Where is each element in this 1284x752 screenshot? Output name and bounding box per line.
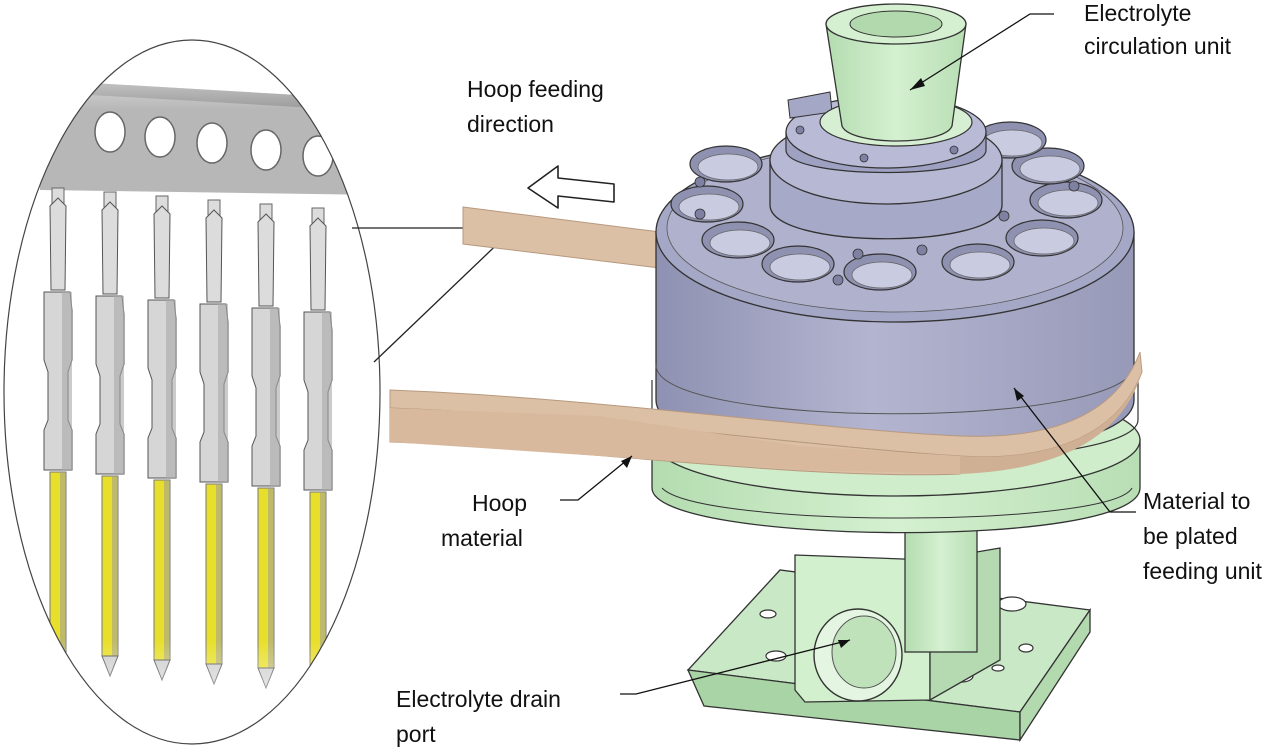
leader-feeding-unit xyxy=(1013,387,1136,513)
electrolyte-pockets xyxy=(670,121,1103,291)
contact-pins xyxy=(43,187,333,694)
label-feeding-unit: Material to be plated feeding unit xyxy=(1143,488,1263,584)
electrolyte-pocket xyxy=(701,221,775,259)
inset-outline xyxy=(3,39,381,745)
contact-pin xyxy=(303,207,333,694)
leader-lines xyxy=(560,13,1136,695)
label-hoop-material: Hoop material xyxy=(441,490,533,551)
feeding-direction-arrow xyxy=(527,165,615,209)
label-circulation-unit: Electrolyte circulation unit xyxy=(1084,0,1232,59)
electrolyte-pocket xyxy=(670,185,744,223)
contact-pin xyxy=(251,203,281,690)
electrolyte-pocket xyxy=(1005,219,1079,257)
leader-drain-port xyxy=(620,639,851,695)
electrolyte-pocket xyxy=(941,243,1015,281)
hoop-strip-back xyxy=(462,206,661,269)
base-mount xyxy=(686,519,1092,743)
material-feeding-unit-body xyxy=(651,91,1139,462)
electrolyte-pocket xyxy=(1029,181,1103,219)
electrolyte-pocket xyxy=(689,145,763,183)
contact-pin xyxy=(95,191,125,678)
electrolyte-circulation-tube xyxy=(819,3,973,147)
carrier-holes xyxy=(94,111,334,177)
electrolyte-pocket xyxy=(843,253,917,291)
contact-pin xyxy=(147,195,177,682)
leader-hoop-material xyxy=(560,455,633,501)
label-hoop-feeding-direction: Hoop feeding direction xyxy=(467,76,610,137)
label-drain-port: Electrolyte drain port xyxy=(396,686,567,747)
electrolyte-pocket xyxy=(1011,147,1085,185)
contact-pin xyxy=(199,199,229,686)
leader-circulation xyxy=(909,13,1054,91)
contact-pin xyxy=(43,187,73,674)
electrolyte-pocket xyxy=(761,245,835,283)
inset-callout-bottom xyxy=(373,231,511,363)
